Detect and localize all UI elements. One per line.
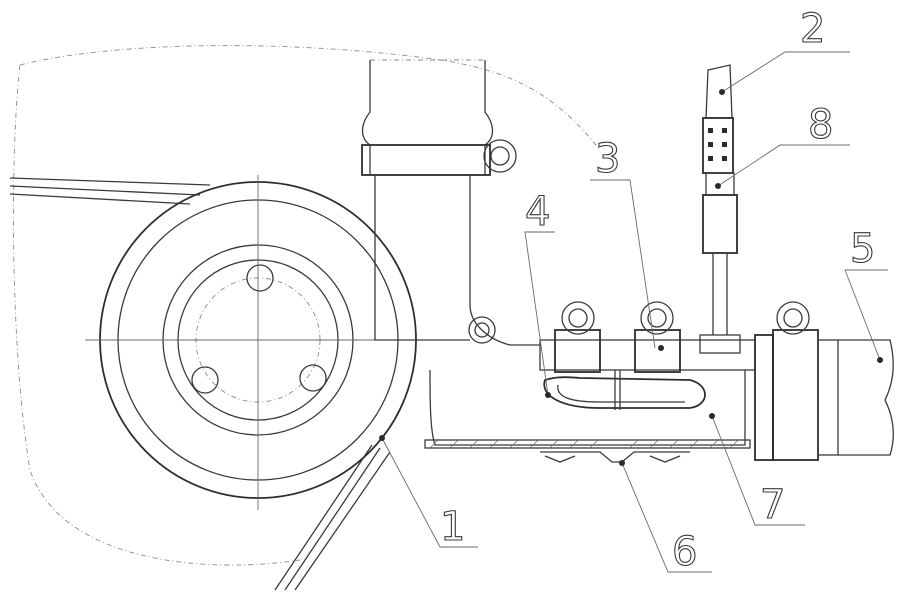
callout-1: 1 bbox=[440, 504, 465, 550]
leader-dots bbox=[379, 89, 883, 466]
leader-lines bbox=[381, 51, 888, 573]
callout-5: 5 bbox=[850, 226, 875, 272]
callout-4: 4 bbox=[525, 189, 550, 235]
callout-6: 6 bbox=[672, 529, 697, 575]
sensor-rod bbox=[702, 64, 738, 335]
callout-7: 7 bbox=[760, 482, 785, 528]
belt-upper bbox=[9, 177, 211, 205]
callout-2: 2 bbox=[800, 6, 825, 52]
belt-lower bbox=[274, 444, 391, 591]
right-clamp bbox=[754, 301, 894, 461]
intake-pipe bbox=[361, 59, 540, 346]
callout-8: 8 bbox=[808, 102, 833, 148]
hose-assembly bbox=[429, 301, 756, 446]
callout-3: 3 bbox=[595, 136, 620, 182]
housing-outline bbox=[12, 45, 601, 566]
base-plate bbox=[424, 439, 751, 463]
pulley bbox=[85, 175, 430, 510]
